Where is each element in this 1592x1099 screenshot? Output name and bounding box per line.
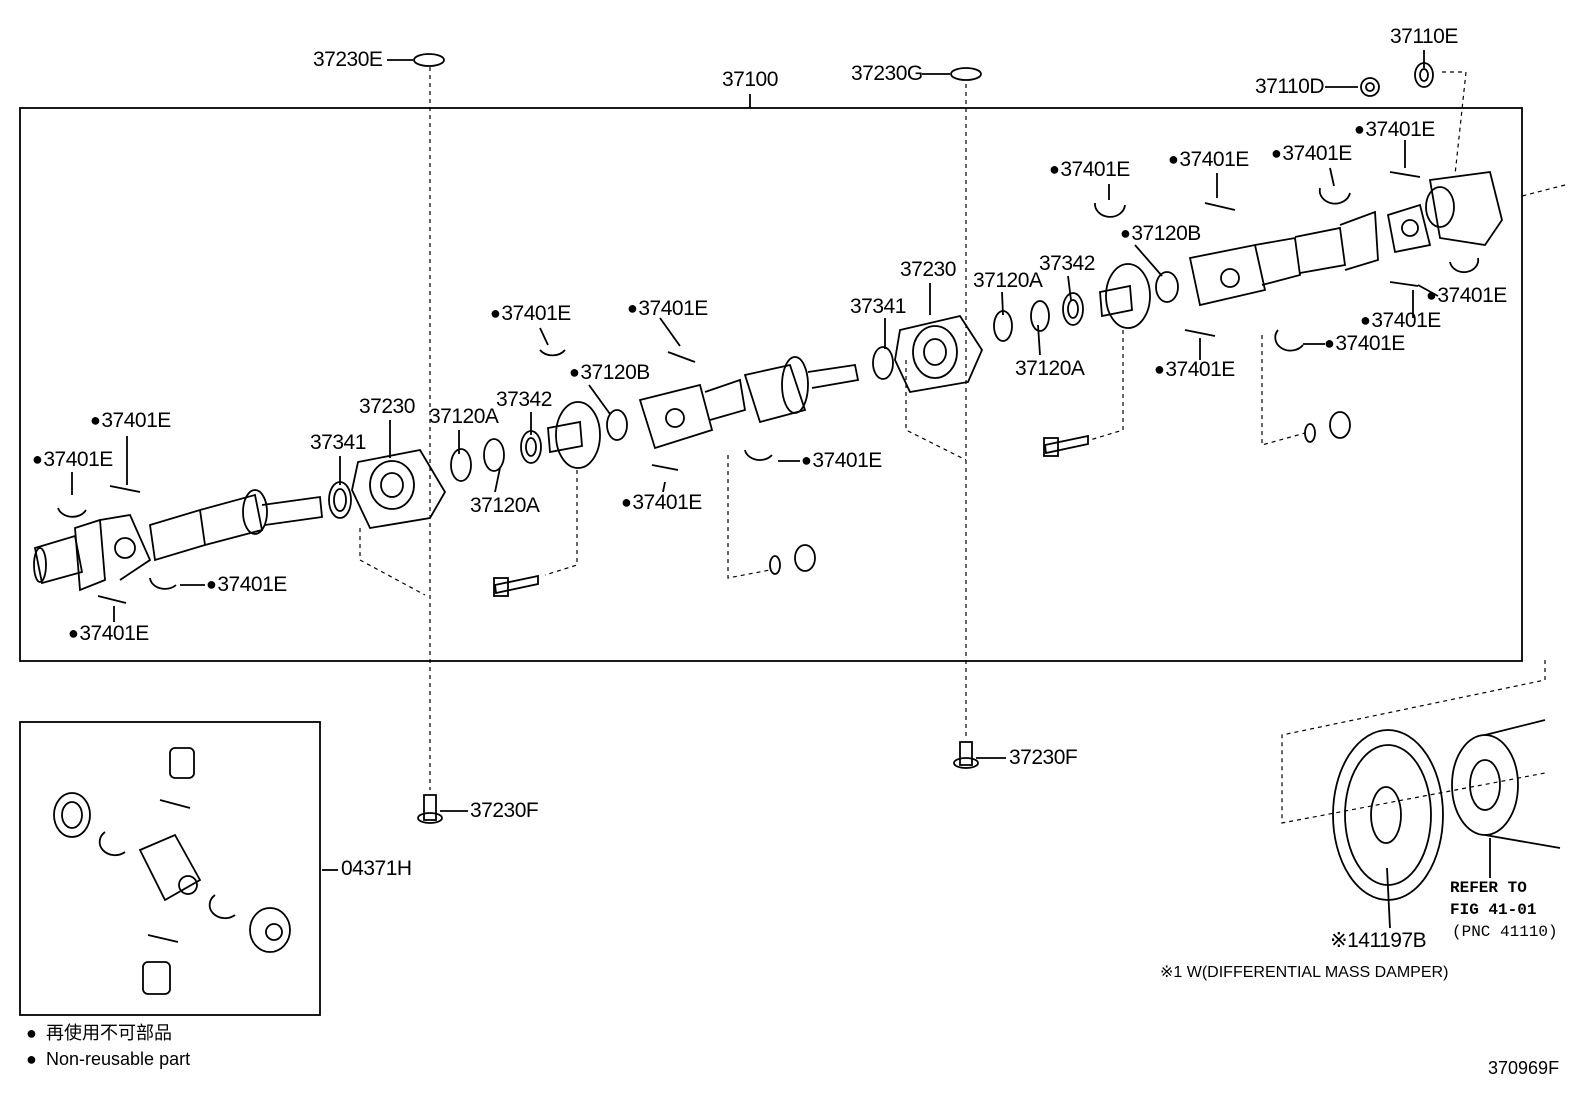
label-bolt-f-right: 37230F <box>1009 746 1078 769</box>
rear-propeller-shaft <box>1188 171 1503 307</box>
note-refer-to: REFER TO <box>1450 879 1527 897</box>
intermediate-shaft <box>638 346 894 450</box>
yoke-flange-right <box>1099 263 1179 329</box>
label-damper: ※141197B <box>1330 929 1427 952</box>
label-snap-ring-6: 37401E <box>627 297 708 321</box>
note-fig: FIG 41-01 <box>1450 901 1537 919</box>
label-snap-ring-11: 37401E <box>1271 142 1352 166</box>
label-snap-ring-4: 37401E <box>68 622 149 646</box>
label-washer-a-4: 37120A <box>1015 357 1085 380</box>
label-yoke-b-left: 37120B <box>569 361 650 385</box>
legend-bullet: ● <box>26 1049 37 1069</box>
assembly-frame <box>19 107 1523 662</box>
label-snap-ring-3: 37401E <box>206 573 287 597</box>
differential-damper <box>1332 719 1561 901</box>
legend-bullet: ● <box>26 1023 37 1043</box>
label-center-bearing-left: 37230 <box>359 395 415 418</box>
label-washer-a-2: 37120A <box>470 494 540 517</box>
label-washer-g: 37230G <box>851 62 923 85</box>
label-snap-ring-7: 37401E <box>801 449 882 473</box>
label-snap-ring-12: 37401E <box>1354 118 1435 142</box>
label-washer-a-1: 37120A <box>429 405 499 428</box>
label-snap-ring-15: 37401E <box>1324 332 1405 356</box>
label-cushion-left: 37341 <box>310 431 366 454</box>
label-yoke-b-right: 37120B <box>1120 222 1201 246</box>
legend-en-text: Non-reusable part <box>46 1049 191 1069</box>
yoke-flange-left <box>547 401 628 469</box>
label-snap-ring-14: 37401E <box>1360 309 1441 333</box>
label-snap-ring-9: 37401E <box>1049 158 1130 182</box>
spider-kit-frame <box>19 721 321 1016</box>
label-snap-ring-16: 37401E <box>1154 358 1235 382</box>
spider-kit <box>53 747 291 995</box>
label-snap-ring-13: 37401E <box>1426 284 1507 308</box>
label-snap-ring-2: 37401E <box>32 448 113 472</box>
label-snap-ring-10: 37401E <box>1168 148 1249 172</box>
label-assembly: 37100 <box>722 68 778 91</box>
label-snap-ring-1: 37401E <box>90 409 171 433</box>
label-center-bearing-right: 37230 <box>900 258 956 281</box>
label-spider-kit: 04371H <box>341 857 412 880</box>
label-snap-ring-5: 37401E <box>490 302 571 326</box>
center-bearing-right <box>894 314 984 394</box>
legend-jp-text: 再使用不可部品 <box>46 1023 172 1043</box>
label-washer-e: 37230E <box>313 48 383 71</box>
label-spacer-left: 37342 <box>496 388 552 411</box>
label-nut-d: 37110D <box>1255 75 1325 98</box>
note-damper: ※1 W(DIFFERENTIAL MASS DAMPER) <box>1160 964 1449 981</box>
note-pnc: (PNC 41110) <box>1452 923 1558 941</box>
legend-jp: ● 再使用不可部品 <box>26 1020 172 1046</box>
center-bearing-left <box>351 448 447 529</box>
figure-number: 370969F <box>1488 1058 1560 1078</box>
label-spacer-right: 37342 <box>1039 252 1095 275</box>
label-flange-nut: 37110E <box>1390 25 1458 48</box>
label-cushion-right: 37341 <box>850 295 906 318</box>
snap-rings <box>57 171 1480 604</box>
label-bolt-f-left: 37230F <box>470 799 539 822</box>
label-washer-a-3: 37120A <box>973 269 1043 292</box>
front-propeller-shaft <box>33 481 352 592</box>
legend-en: ● Non-reusable part <box>26 1046 190 1072</box>
label-snap-ring-8: 37401E <box>621 491 702 515</box>
